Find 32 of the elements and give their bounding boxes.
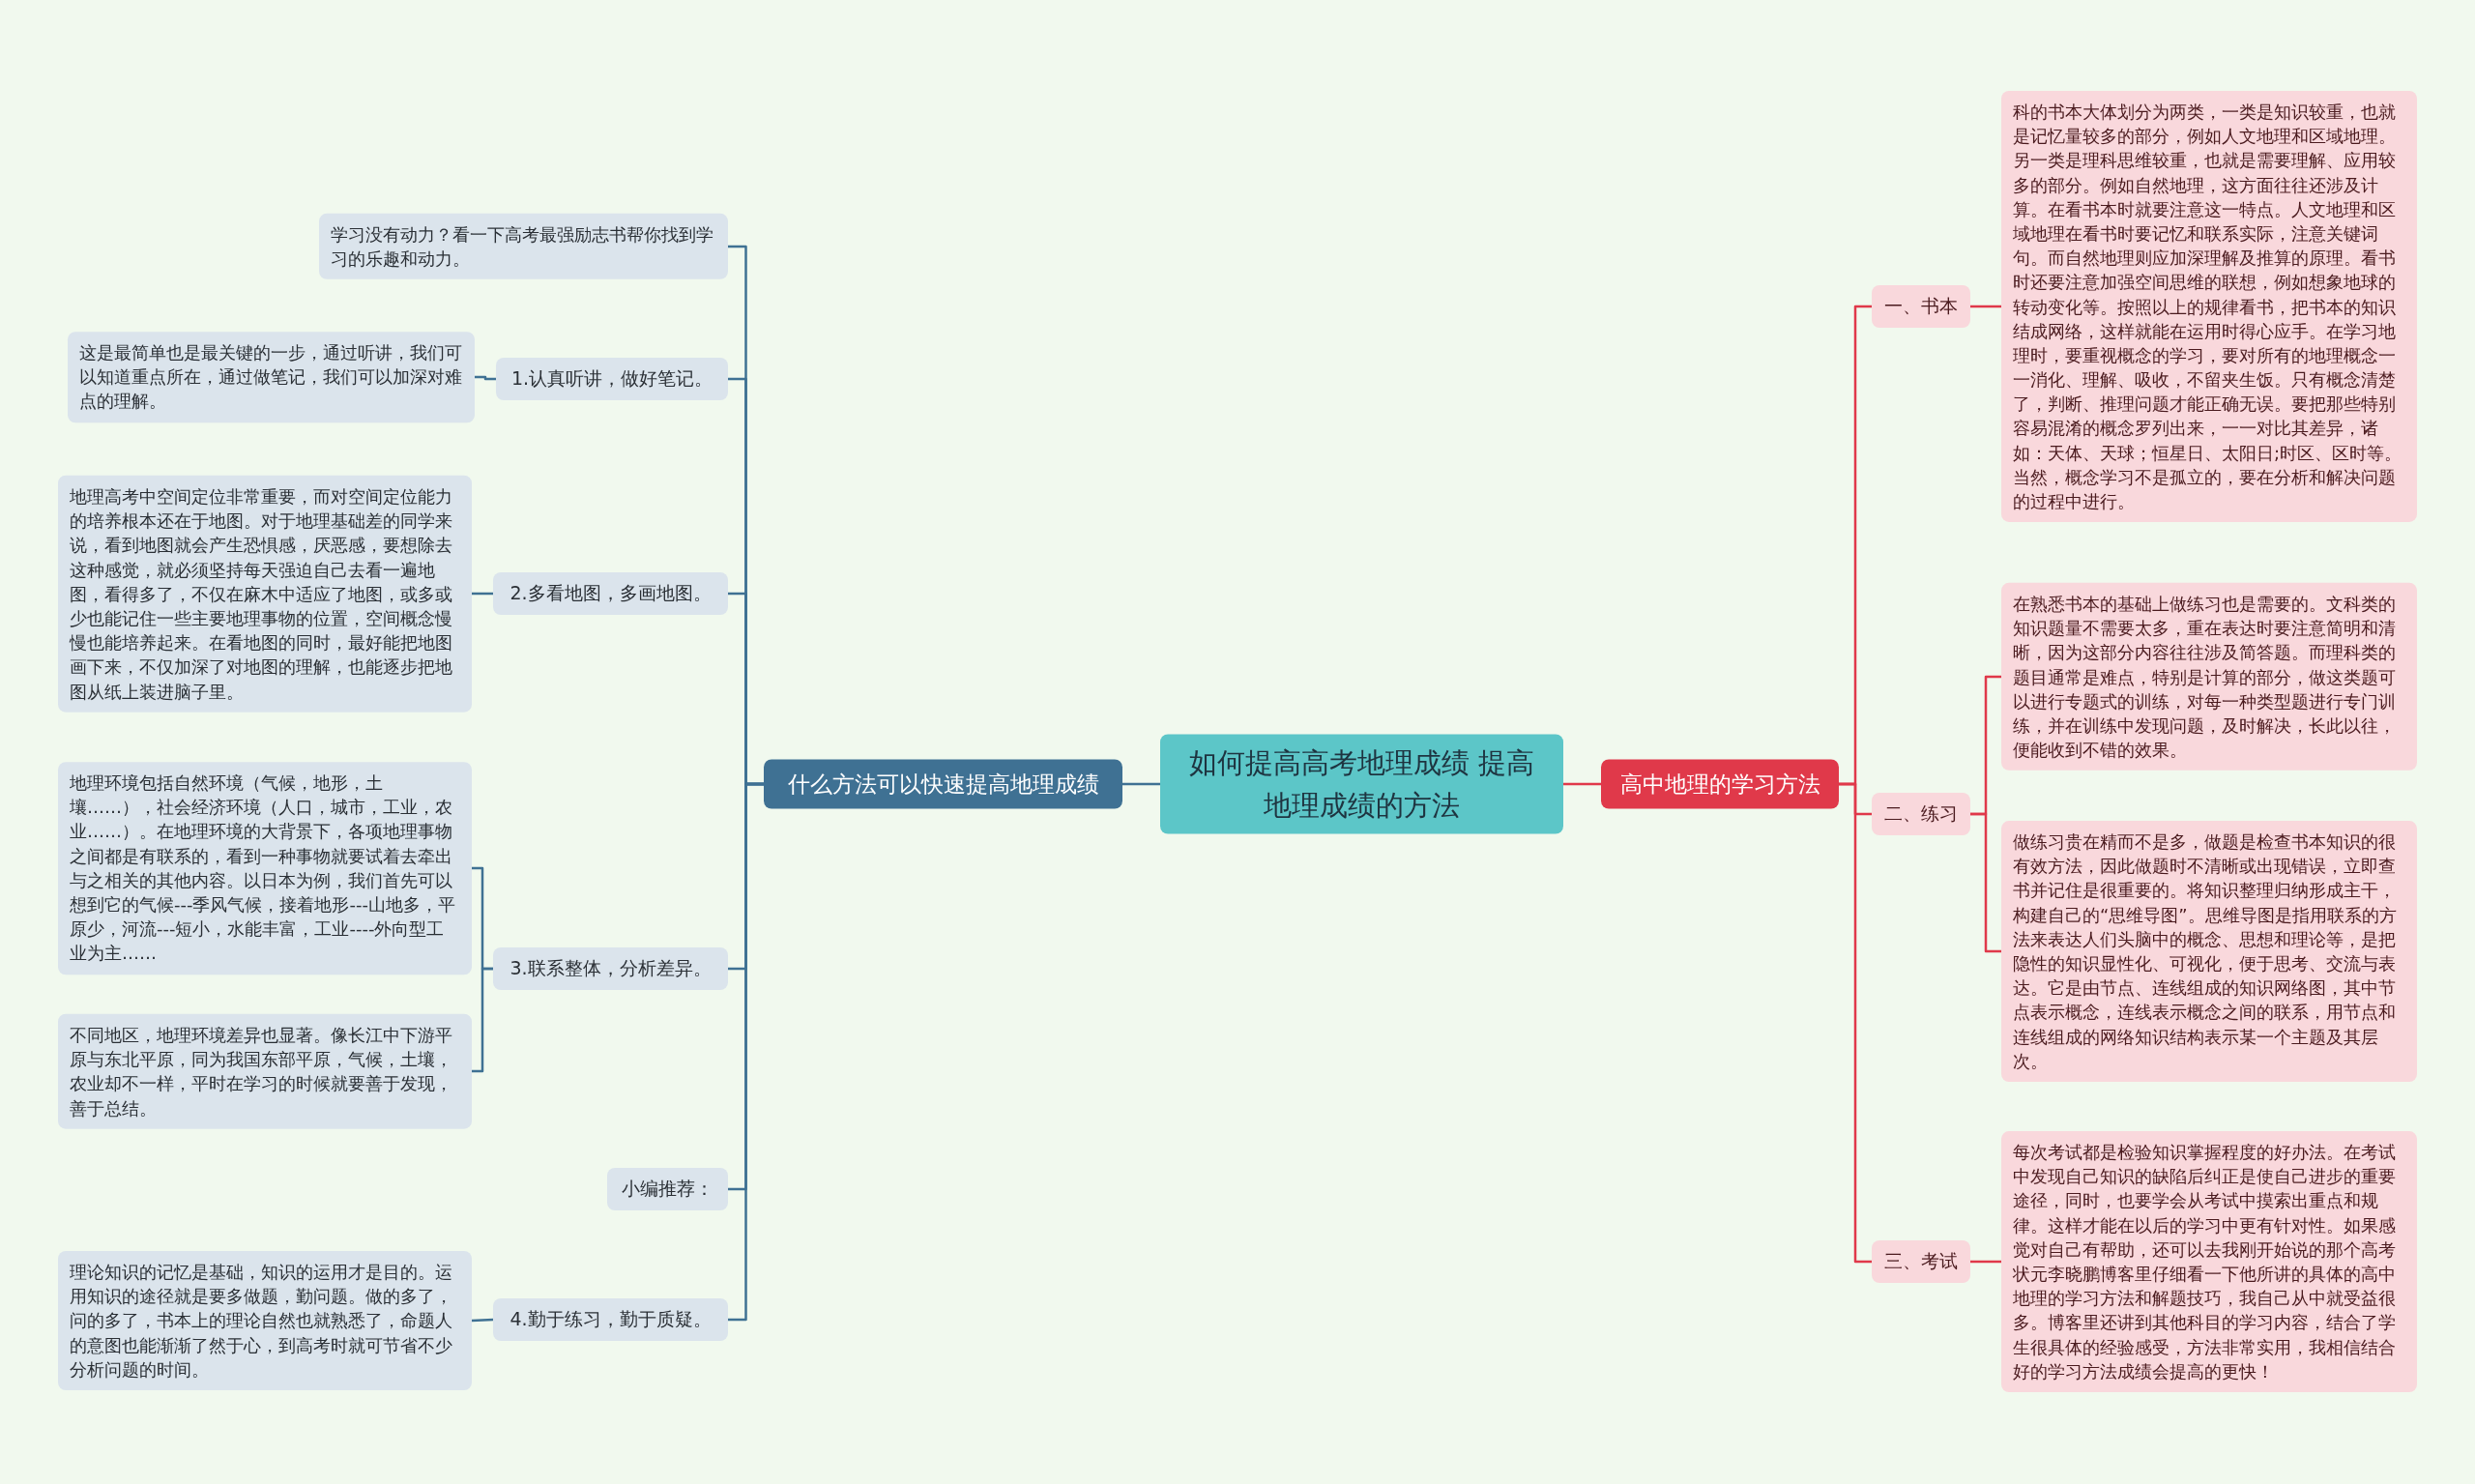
note-card: 做练习贵在精而不是多，做题是检查书本知识的很有效方法，因此做题时不清晰或出现错误，立即查书并记住是很重要的。将知识整理归纳形成主干，构建自己的“思维导图”。思维导图是指用联系的方法来表达人们头脑中的概念、思想和理论等，是把隐性的知识显性化、可视化，便于思考、交流与表达。它是由节点、连线组成的知识网络图，其中节点表示概念，连线表示概念之间的联系，用节点和连线组成的网络知识结构表示某一个主题及其层次。 [2001,821,2417,1082]
connector-line [1970,305,2001,308]
connector-line [471,1318,494,1323]
connector-line [472,967,493,1073]
connector-line [1563,782,1601,786]
branch-topic: 高中地理的学习方法 [1601,759,1839,809]
subtopic: 小编推荐： [607,1168,728,1210]
subtopic: 三、考试 [1872,1240,1970,1283]
subtopic: 3.联系整体，分析差异。 [493,947,728,990]
note-card: 不同地区，地理环境差异也显著。像长江中下游平原与东北平原，同为我国东部平原，气候，土壤，农业却不一样，平时在学习的时候就要善于发现，善于总结。 [58,1013,472,1129]
connector-line [1839,782,1872,1264]
connector-line [1970,1260,2001,1264]
note-card: 每次考试都是检验知识掌握程度的好办法。在考试中发现自己知识的缺陷后纠正是使自己进步的重要途径，同时，也要学会从考试中摸索出重点和规律。这样才能在以后的学习中更有针对性。如果感觉对自己有帮助，还可以去我刚开始说的那个高考状元李晓鹏博客里仔细看一下他所讲的具体的高中地理的学习方法和解题技巧，我自己从中就受益很多。博客里还讲到其他科目的学习内容，结合了学生很具体的经验感受，方法非常实用，我相信结合好的学习方法成绩会提高的更快！ [2001,1131,2417,1392]
subtopic: 二、练习 [1872,793,1970,835]
note-card: 地理高考中空间定位非常重要，而对空间定位能力的培养根本还在于地图。对于地理基础差的同学来说，看到地图就会产生恐惧感，厌恶感，要想除去这种感觉，就必须坚持每天强迫自己去看一遍地图，看得多了，不仅在麻木中适应了地图，或多或少也能记住一些主要地理事物的位置，空间概念慢慢也能培养起来。在看地图的同时，最好能把地图画下来，不仅加深了对地图的理解，也能逐步把地图从纸上装进脑子里。 [58,475,472,713]
connector-line [472,592,493,596]
note-card: 学习没有动力？看一下高考最强励志书帮你找到学习的乐趣和动力。 [319,213,728,280]
connector-line [1970,812,2001,953]
subtopic: 4.勤于练习，勤于质疑。 [493,1298,728,1341]
subtopic: 1.认真听讲，做好笔记。 [496,358,728,400]
connector-line [728,782,764,1322]
note-card: 在熟悉书本的基础上做练习也是需要的。文科类的知识题量不需要太多，重在表达时要注意简明和清晰，因为这部分内容往往涉及简答题。而理科类的题目通常是难点，特别是计算的部分，做这类题可以进行专题式的训练，对每一种类型题进行专门训练，并在训练中发现问题，及时解决，长此以往，便能收到不错的效果。 [2001,582,2417,771]
connector-line [475,375,496,381]
note-card: 科的书本大体划分为两类，一类是知识较重，也就是记忆量较多的部分，例如人文地理和区域地理。另一类是理科思维较重，也就是需要理解、应用较多的部分。例如自然地理，这方面往往还涉及计算。在看书本时就要注意这一特点。人文地理和区域地理在看书时要记忆和联系实际，注意关键词句。而自然地理则应加深理解及推算的原理。看书时还要注意加强空间思维的联想，例如想象地球的转动变化等。按照以上的规律看书，把书本的知识结成网络，这样就能在运用时得心应手。在学习地理时，要重视概念的学习，要对所有的地理概念一一消化、理解、吸收，不留夹生饭。只有概念清楚了，判断、推理问题才能正确无误。要把那些特别容易混淆的概念罗列出来，一一对比其差异，诸如：天体、天球；恒星日、太阳日;时区、区时等。当然，概念学习不是孤立的，要在分析和解决问题的过程中进行。 [2001,90,2417,523]
note-card: 理论知识的记忆是基础，知识的运用才是目的。运用知识的途径就是要多做题，勤问题。做的多了，问的多了，书本上的理论自然也就熟悉了，命题人的意图也能渐渐了然于心，到高考时就可节省不少分析问题的时间。 [58,1251,472,1390]
subtopic: 2.多看地图，多画地图。 [493,572,728,615]
branch-topic: 什么方法可以快速提高地理成绩 [764,759,1122,809]
central-topic: 如何提高高考地理成绩 提高地理成绩的方法 [1160,734,1563,834]
connector-line [1122,782,1160,786]
note-card: 地理环境包括自然环境（气候，地形，土壤……），社会经济环境（人口，城市，工业，农业……）。在地理环境的大背景下，各项地理事物之间都是有联系的，看到一种事物就要试着去牵出与之相关的其他内容。以日本为例，我们首先可以想到它的气候---季风气候，接着地形---山地多，平原少，河流---短小，水能丰富，工业----外向型工业为主…… [58,762,472,975]
note-card: 这是最简单也是最关键的一步，通过听讲，我们可以知道重点所在，通过做笔记，我们可以加深对难点的理解。 [68,332,475,422]
subtopic: 一、书本 [1872,285,1970,328]
